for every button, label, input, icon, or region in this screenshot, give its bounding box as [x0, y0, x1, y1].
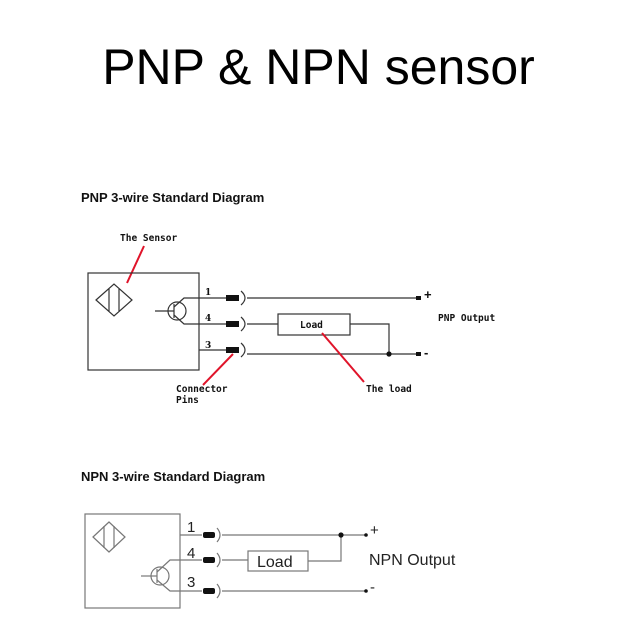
pnp-pin-3: 3 [205, 341, 211, 351]
npn-plus-sign: + [370, 522, 379, 539]
pnp-sensor-body [87, 272, 200, 371]
pnp-plus-terminal [416, 296, 421, 300]
pins-label: Pins [176, 395, 199, 406]
pnp-pin-4: 4 [205, 314, 211, 324]
npn-pin-3: 3 [187, 574, 195, 591]
pnp-junction-dot [386, 351, 392, 357]
the-load-label: The load [366, 384, 412, 395]
connector-pointer [202, 353, 234, 386]
pnp-output-label: PNP Output [438, 313, 495, 324]
slide-title: PNP & NPN sensor [102, 39, 535, 95]
pnp-minus-terminal [416, 352, 421, 356]
sensor-pointer [126, 245, 145, 284]
pnp-load-label: Load [300, 320, 323, 331]
npn-junction-dot [338, 532, 344, 538]
npn-heading: NPN 3-wire Standard Diagram [81, 469, 265, 484]
npn-proximity-icon [92, 521, 126, 553]
npn-sensor-body [84, 513, 181, 609]
npn-minus-sign: - [370, 579, 375, 596]
npn-transistor-icon [141, 559, 202, 592]
npn-diagram: NPN 3-wire Standard Diagram 1 4 3 Load [81, 469, 456, 609]
npn-pin-4: 4 [187, 545, 195, 562]
npn-pin-1: 1 [187, 519, 195, 536]
npn-connectors [203, 527, 221, 599]
npn-load-label: Load [257, 554, 293, 571]
pnp-minus-sign: - [424, 345, 428, 360]
pnp-heading: PNP 3-wire Standard Diagram [81, 190, 264, 205]
pnp-pin-1: 1 [205, 288, 211, 298]
npn-minus-terminal [364, 589, 368, 593]
connector-label: Connector [176, 384, 228, 395]
pnp-transistor-icon [155, 297, 230, 351]
pnp-connectors [226, 290, 246, 358]
pnp-plus-sign: + [424, 287, 432, 302]
load-pointer [321, 332, 365, 383]
npn-output-label: NPN Output [369, 552, 456, 569]
npn-plus-terminal [364, 533, 368, 537]
pnp-proximity-icon [95, 283, 133, 317]
sensor-label: The Sensor [120, 233, 177, 244]
pnp-diagram: PNP 3-wire Standard Diagram The Sensor 1… [81, 190, 495, 406]
